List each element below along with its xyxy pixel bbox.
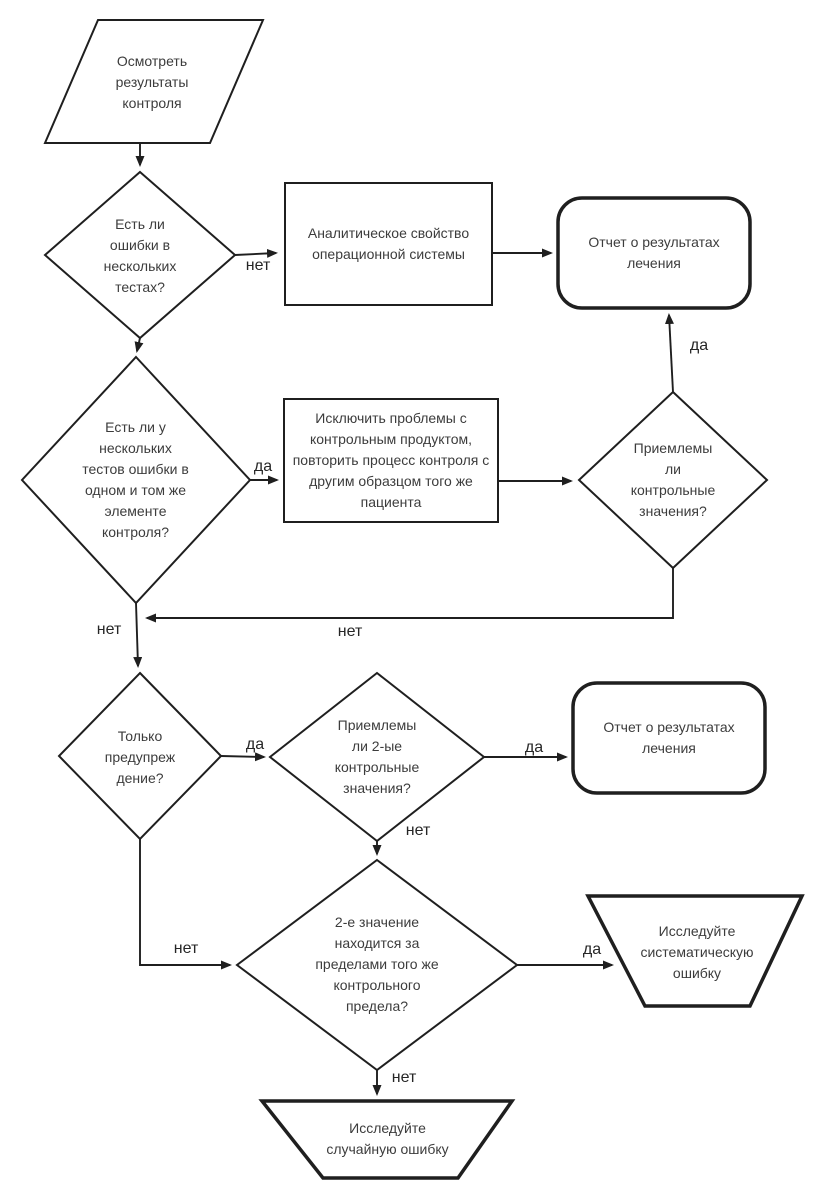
connector-d3-yes-to-report1 [664, 313, 674, 393]
terminator-1-shape [556, 196, 752, 310]
decision-1-shape [43, 170, 237, 340]
start-parallelogram-shape [43, 19, 265, 144]
manual-operation-1-shape [585, 894, 805, 1008]
connector-d4-no-to-d6 [139, 839, 232, 970]
terminator-2-shape [571, 681, 767, 795]
decision-6-shape [235, 858, 519, 1072]
decision-5-shape [268, 671, 486, 843]
manual-operation-2-shape [258, 1099, 516, 1180]
process-1-shape [284, 182, 493, 306]
connector-d1-no-to-proc1 [234, 248, 278, 258]
connector-d4-yes-to-d5 [220, 752, 266, 762]
process-2-shape [283, 398, 499, 523]
connector-d1-to-d2 [134, 337, 144, 353]
decision-3-shape [577, 390, 769, 570]
connector-d3-no-to-junction [145, 568, 674, 623]
decision-2-shape [20, 355, 252, 605]
connector-d2-no-to-d4 [133, 602, 143, 668]
decision-4-shape [57, 671, 223, 841]
